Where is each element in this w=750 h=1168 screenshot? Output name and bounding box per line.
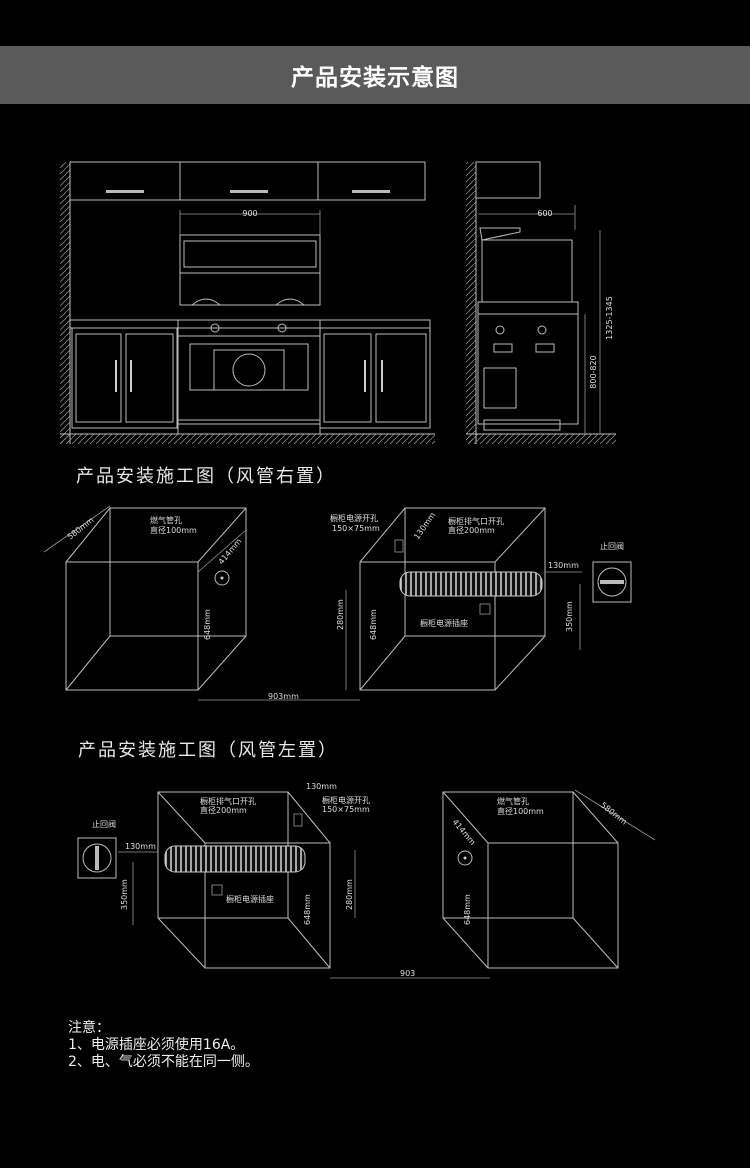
front-width-label: 900 bbox=[242, 209, 257, 218]
notes-line-1: 1、电源插座必须使用16A。 bbox=[68, 1037, 245, 1053]
l-gas-hole-dia: 直径100mm bbox=[497, 806, 544, 816]
l-height-280: 280mm bbox=[345, 879, 354, 910]
r-power-hole-size: 150×75mm bbox=[332, 524, 380, 533]
page-title: 产品安装示意图 bbox=[291, 65, 459, 91]
l-exhaust-hole-label: 橱柜排气口开孔 bbox=[200, 796, 256, 806]
l-height-350: 350mm bbox=[120, 879, 129, 910]
side-height-total-label: 1325-1345 bbox=[605, 296, 614, 340]
left-install-title: 产品安装施工图（风管左置） bbox=[78, 740, 338, 761]
notes-line-2: 2、电、气必须不能在同一侧。 bbox=[68, 1054, 259, 1070]
r-offset-130-side: 130mm bbox=[412, 511, 437, 542]
r-exhaust-hole-dia: 直径200mm bbox=[448, 525, 495, 535]
l-height-648-a: 648mm bbox=[303, 894, 312, 925]
l-socket-label: 橱柜电源插座 bbox=[226, 894, 274, 904]
l-width-903: 903 bbox=[400, 969, 415, 978]
l-power-hole-label: 橱柜电源开孔 bbox=[322, 795, 370, 805]
r-gas-offset: 414mm bbox=[217, 537, 244, 567]
r-depth-label: 580mm bbox=[66, 515, 96, 541]
l-valve-label: 止回阀 bbox=[92, 819, 116, 829]
l-gas-hole-label: 燃气管孔 bbox=[497, 796, 529, 806]
r-height-648-b: 648mm bbox=[369, 609, 378, 640]
l-offset-130-side: 130mm bbox=[306, 782, 337, 791]
right-install-diagram: 燃气管孔 直径100mm 580mm 414mm 648mm 648mm 280… bbox=[43, 505, 632, 701]
r-width-903: 903mm bbox=[268, 692, 299, 701]
side-height-counter-label: 800-820 bbox=[589, 355, 598, 388]
l-gas-offset: 414mm bbox=[450, 818, 477, 848]
r-power-hole-label: 橱柜电源开孔 bbox=[330, 513, 378, 523]
r-socket-label: 橱柜电源插座 bbox=[420, 618, 468, 628]
side-elevation: 600 1325-1345 800-820 bbox=[466, 161, 616, 444]
notes-heading: 注意： bbox=[68, 1020, 110, 1036]
l-offset-130-valve: 130mm bbox=[125, 842, 156, 851]
side-depth-label: 600 bbox=[537, 209, 552, 218]
r-exhaust-hole-label: 橱柜排气口开孔 bbox=[448, 516, 504, 526]
r-gas-hole-dia: 直径100mm bbox=[150, 525, 197, 535]
l-exhaust-hole-dia: 直径200mm bbox=[200, 805, 247, 815]
r-valve-label: 止回阀 bbox=[600, 541, 624, 551]
r-offset-130-valve: 130mm bbox=[548, 561, 579, 570]
title-banner: 产品安装示意图 bbox=[0, 46, 750, 104]
left-install-diagram: 止回阀 130mm 350mm 橱柜排气口开孔 直径200mm 130mm 橱柜… bbox=[77, 782, 656, 979]
l-power-hole-size: 150×75mm bbox=[322, 805, 370, 814]
notes: 注意： 1、电源插座必须使用16A。 2、电、气必须不能在同一侧。 bbox=[68, 1020, 259, 1071]
r-height-648-a: 648mm bbox=[203, 609, 212, 640]
r-height-350: 350mm bbox=[565, 601, 574, 632]
r-gas-hole-label: 燃气管孔 bbox=[150, 515, 182, 525]
right-install-title: 产品安装施工图（风管右置） bbox=[76, 466, 336, 487]
front-elevation: 900 bbox=[60, 161, 435, 444]
l-depth-label: 580mm bbox=[599, 800, 629, 826]
r-height-280: 280mm bbox=[336, 599, 345, 630]
l-height-648-b: 648mm bbox=[463, 894, 472, 925]
